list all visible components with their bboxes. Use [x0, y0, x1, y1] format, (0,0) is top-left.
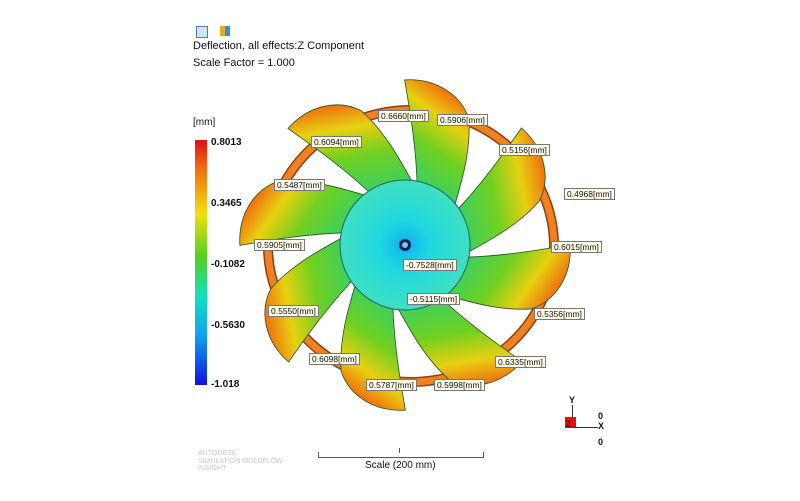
deflection-label: 0.5905[mm]	[254, 239, 305, 251]
legend-value: 0.3465	[211, 198, 242, 209]
deflection-label: 0.6335[mm]	[495, 356, 546, 368]
fan-blade	[438, 244, 571, 310]
axis-origin: 0	[598, 437, 604, 447]
fan-blade	[340, 278, 406, 411]
axis-origin: 0	[598, 411, 604, 421]
fan-blade	[450, 127, 546, 256]
legend-unit: [mm]	[193, 117, 216, 128]
deflection-label: 0.5156[mm]	[499, 144, 550, 156]
fan-blade	[264, 234, 360, 363]
deflection-label: -0.5115[mm]	[407, 293, 461, 305]
deflection-label: 0.5906[mm]	[437, 114, 488, 126]
deflection-label: 0.4968[mm]	[564, 188, 615, 200]
axis-z-label: Z	[566, 419, 572, 429]
deflection-label: 0.5487[mm]	[274, 179, 325, 191]
plot-title: Deflection, all effects:Z Component	[193, 40, 364, 52]
axis-y-line	[572, 405, 573, 427]
fan-blade	[239, 180, 372, 246]
deflection-label: 0.5550[mm]	[268, 305, 319, 317]
deflection-label: 0.6094[mm]	[311, 136, 362, 148]
scale-factor: Scale Factor = 1.000	[193, 57, 295, 69]
axis-y-label: Y	[569, 395, 576, 405]
legend-value: 0.8013	[211, 137, 242, 148]
deflection-label: 0.5356[mm]	[534, 308, 585, 320]
deflection-label: 0.6015[mm]	[551, 241, 602, 253]
deflection-label: 0.6098[mm]	[309, 353, 360, 365]
legend-value: -1.018	[211, 379, 240, 390]
axis-x-line	[573, 427, 598, 428]
scale-tick	[399, 448, 400, 453]
scale-label: Scale (200 mm)	[365, 460, 436, 471]
legend-value: -0.5630	[211, 320, 245, 331]
fan-blade	[287, 104, 416, 200]
result-icon[interactable]	[196, 26, 208, 38]
deflection-label: -0.7528[mm]	[403, 259, 457, 271]
scale-bar	[318, 452, 484, 458]
deflection-label: 0.5787[mm]	[366, 379, 417, 391]
color-legend-bar	[195, 140, 207, 385]
deflection-label: 0.5998[mm]	[434, 379, 485, 391]
layers-icon[interactable]	[220, 26, 230, 36]
axis-z-marker	[565, 417, 576, 428]
fan-blades	[239, 79, 571, 411]
deflection-label: 0.6660[mm]	[378, 110, 429, 122]
legend-value: -0.1082	[211, 259, 245, 270]
axis-x-label: X	[598, 421, 605, 431]
fan-blade	[394, 290, 523, 386]
